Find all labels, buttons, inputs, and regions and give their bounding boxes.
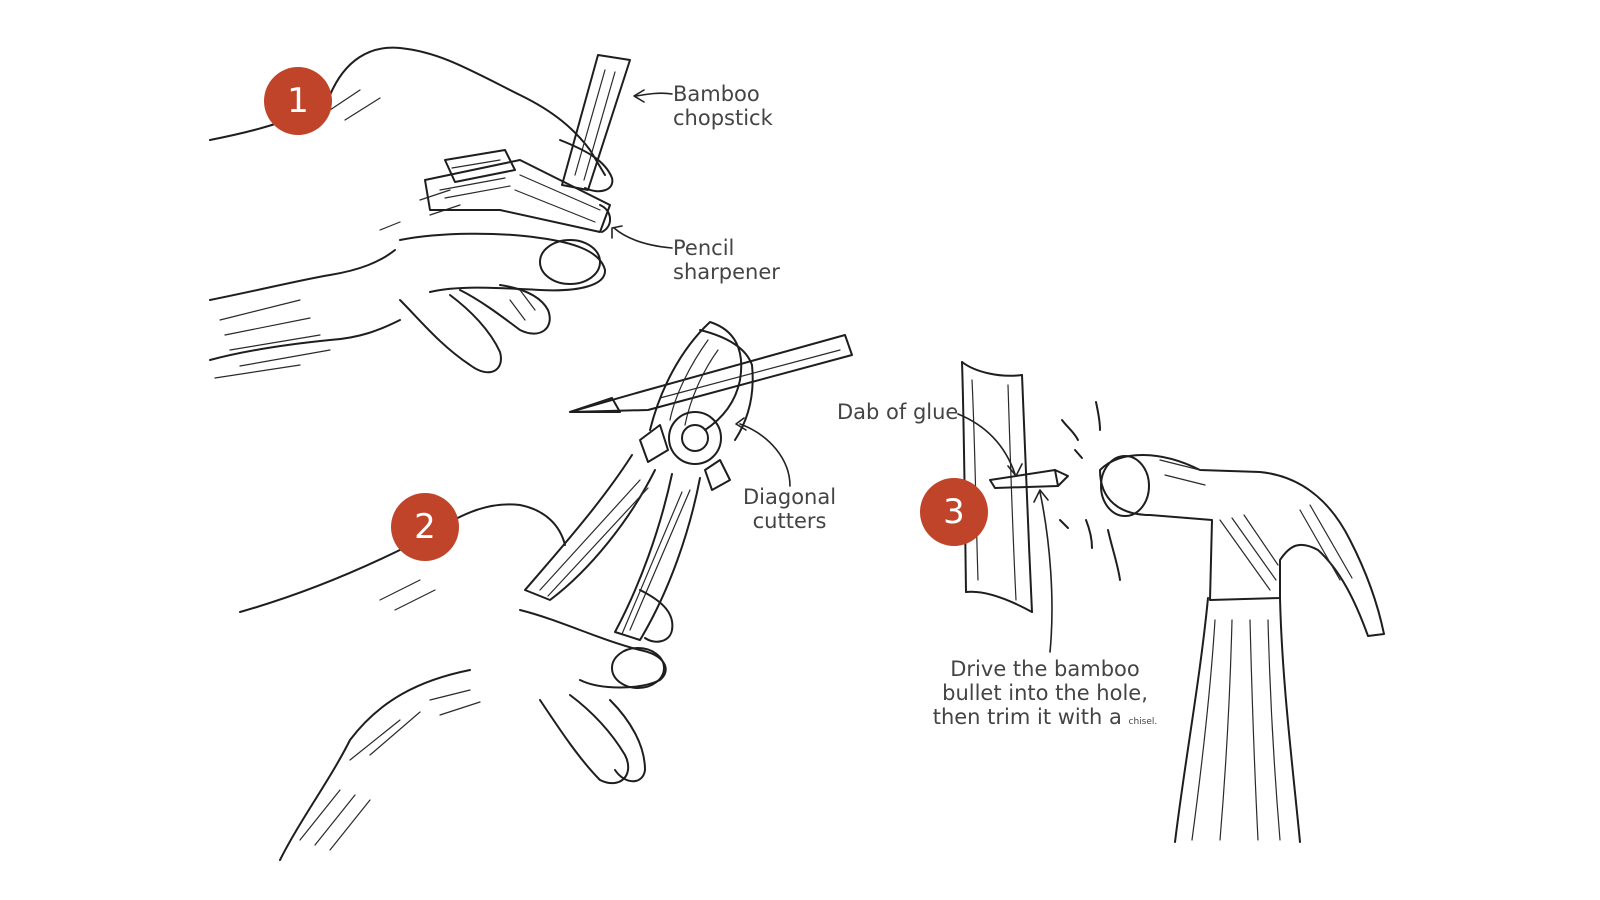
step3-illustration	[961, 361, 1385, 843]
caption-drive-bullet: Drive the bamboo bullet into the hole, t…	[930, 657, 1160, 734]
leader-pencil-sharpener	[611, 225, 673, 249]
step-badge-3: 3	[920, 478, 988, 546]
leader-bamboo-chopstick	[633, 89, 673, 103]
label-diagonal-cutters-line1: Diagonal	[743, 485, 837, 509]
label-diagonal-cutters-line2: cutters	[752, 509, 827, 533]
leader-dab-of-glue	[957, 413, 1023, 477]
caption-line3-small: chisel.	[1128, 717, 1158, 727]
caption-line3-main: then trim it with a	[932, 705, 1122, 729]
step2-illustration	[239, 321, 853, 861]
step-badge-1: 1	[264, 67, 332, 135]
caption-line1: Drive the bamboo	[950, 657, 1140, 681]
leader-diagonal-cutters	[735, 417, 791, 487]
label-pencil-sharpener: Pencil sharpener	[673, 236, 780, 284]
label-bamboo-chopstick: Bamboo chopstick	[673, 82, 773, 130]
caption-line2: bullet into the hole,	[942, 681, 1148, 705]
leader-drive-caption	[1033, 489, 1053, 653]
step-badge-2: 2	[391, 493, 459, 561]
label-diagonal-cutters: Diagonal cutters	[743, 485, 836, 533]
step-number-3: 3	[943, 492, 965, 532]
label-dab-of-glue: Dab of glue	[837, 400, 959, 424]
label-pencil-sharpener-line1: Pencil	[673, 236, 735, 260]
step1-illustration	[209, 46, 631, 379]
step-number-1: 1	[287, 81, 309, 121]
caption-line3: then trim it with a chisel.	[930, 705, 1160, 734]
step-number-2: 2	[414, 507, 436, 547]
label-pencil-sharpener-line2: sharpener	[673, 260, 780, 284]
label-bamboo-chopstick-line2: chopstick	[673, 106, 773, 130]
label-bamboo-chopstick-line1: Bamboo	[673, 82, 760, 106]
